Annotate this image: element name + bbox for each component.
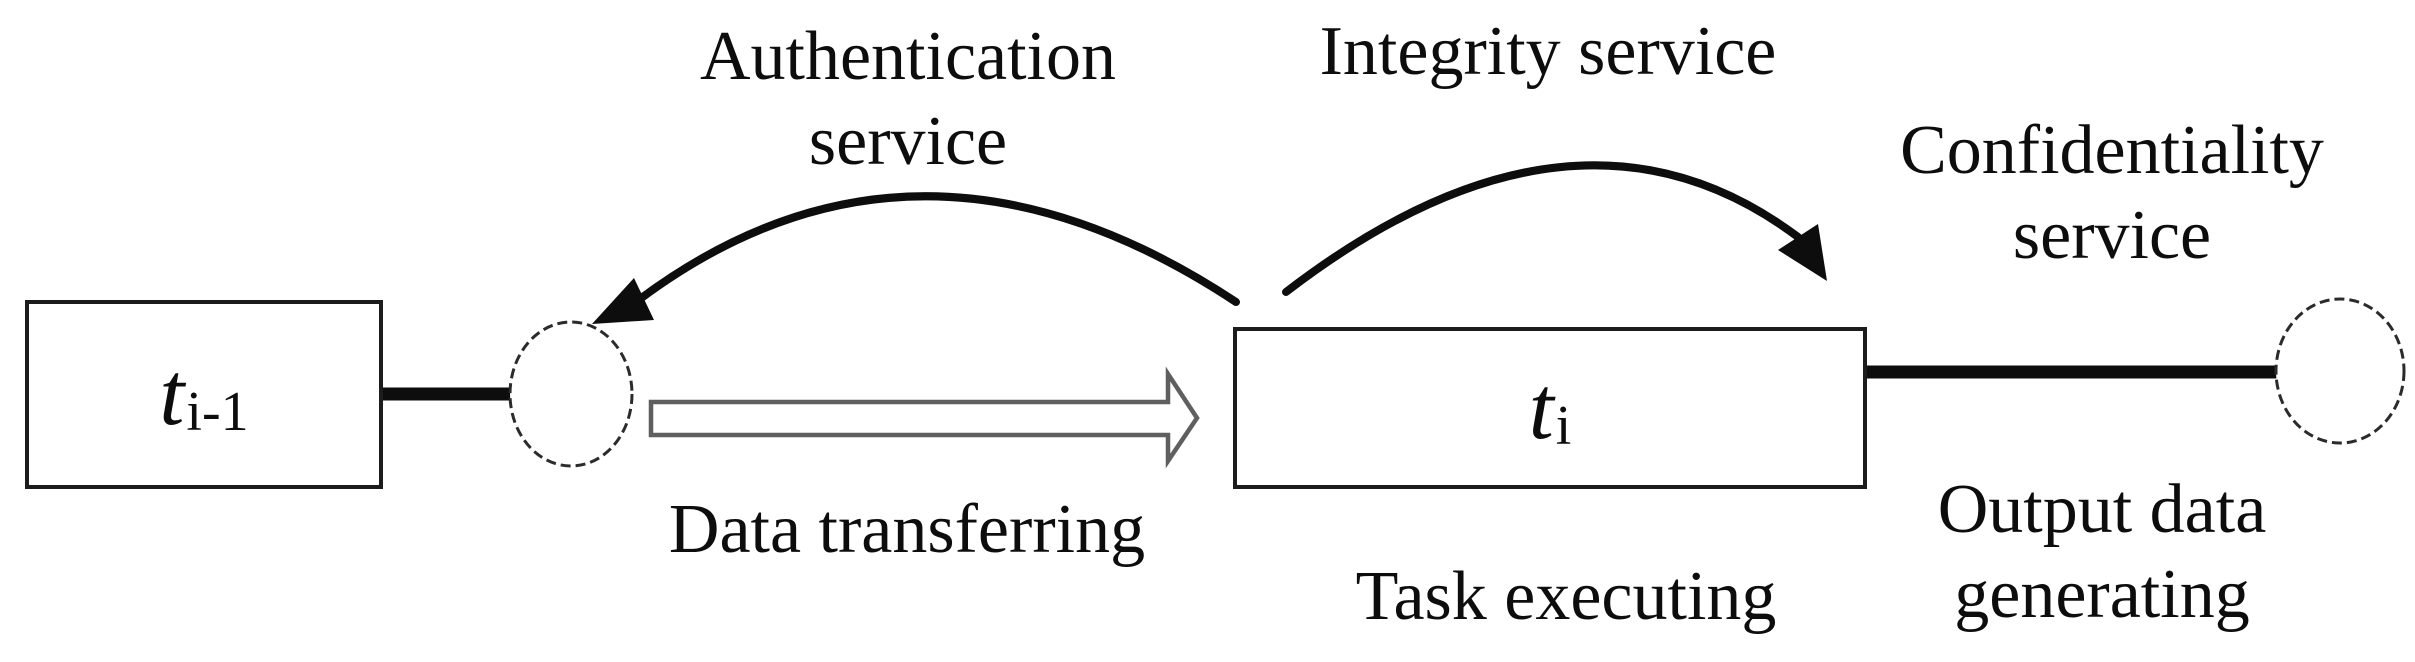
input-port-circle [508, 320, 634, 468]
data-transferring-label: Data transferring [669, 487, 1145, 572]
integrity-arrowhead-icon [1778, 224, 1827, 281]
current-task-box [1233, 327, 1867, 489]
confidentiality-service-line1: Confidentiality [1900, 112, 2324, 189]
task-executing-text: Task executing [1355, 558, 1777, 635]
task-executing-label: Task executing [1356, 554, 1777, 639]
prev-task-symbol-subscript: i-1 [186, 381, 249, 444]
integrity-arc [1282, 161, 1802, 296]
data-transfer-arrow [648, 366, 1200, 469]
integrity-service-line1: Integrity service [1319, 13, 1777, 90]
authentication-service-line2: service [808, 103, 1008, 180]
confidentiality-service-label: Confidentiality service [1900, 108, 2324, 278]
current-task-symbol-base: t [1528, 358, 1554, 458]
authentication-service-line1: Authentication [699, 18, 1117, 95]
prev-task-box [25, 300, 383, 489]
output-port-circle [2274, 297, 2406, 445]
output-data-generating-label: Output data generating [1938, 467, 2267, 637]
data-transferring-text: Data transferring [668, 491, 1146, 568]
confidentiality-service-line2: service [2012, 197, 2212, 274]
authentication-arc [636, 192, 1240, 306]
output-generating-line2: generating [1954, 556, 2250, 633]
prev-task-symbol-base: t [159, 345, 185, 444]
authentication-service-label: Authentication service [700, 14, 1116, 184]
current-task-symbol-subscript: i [1555, 394, 1572, 457]
output-generating-line1: Output data [1937, 471, 2267, 548]
authentication-arrowhead-icon [592, 278, 654, 324]
integrity-service-label: Integrity service [1320, 9, 1777, 94]
